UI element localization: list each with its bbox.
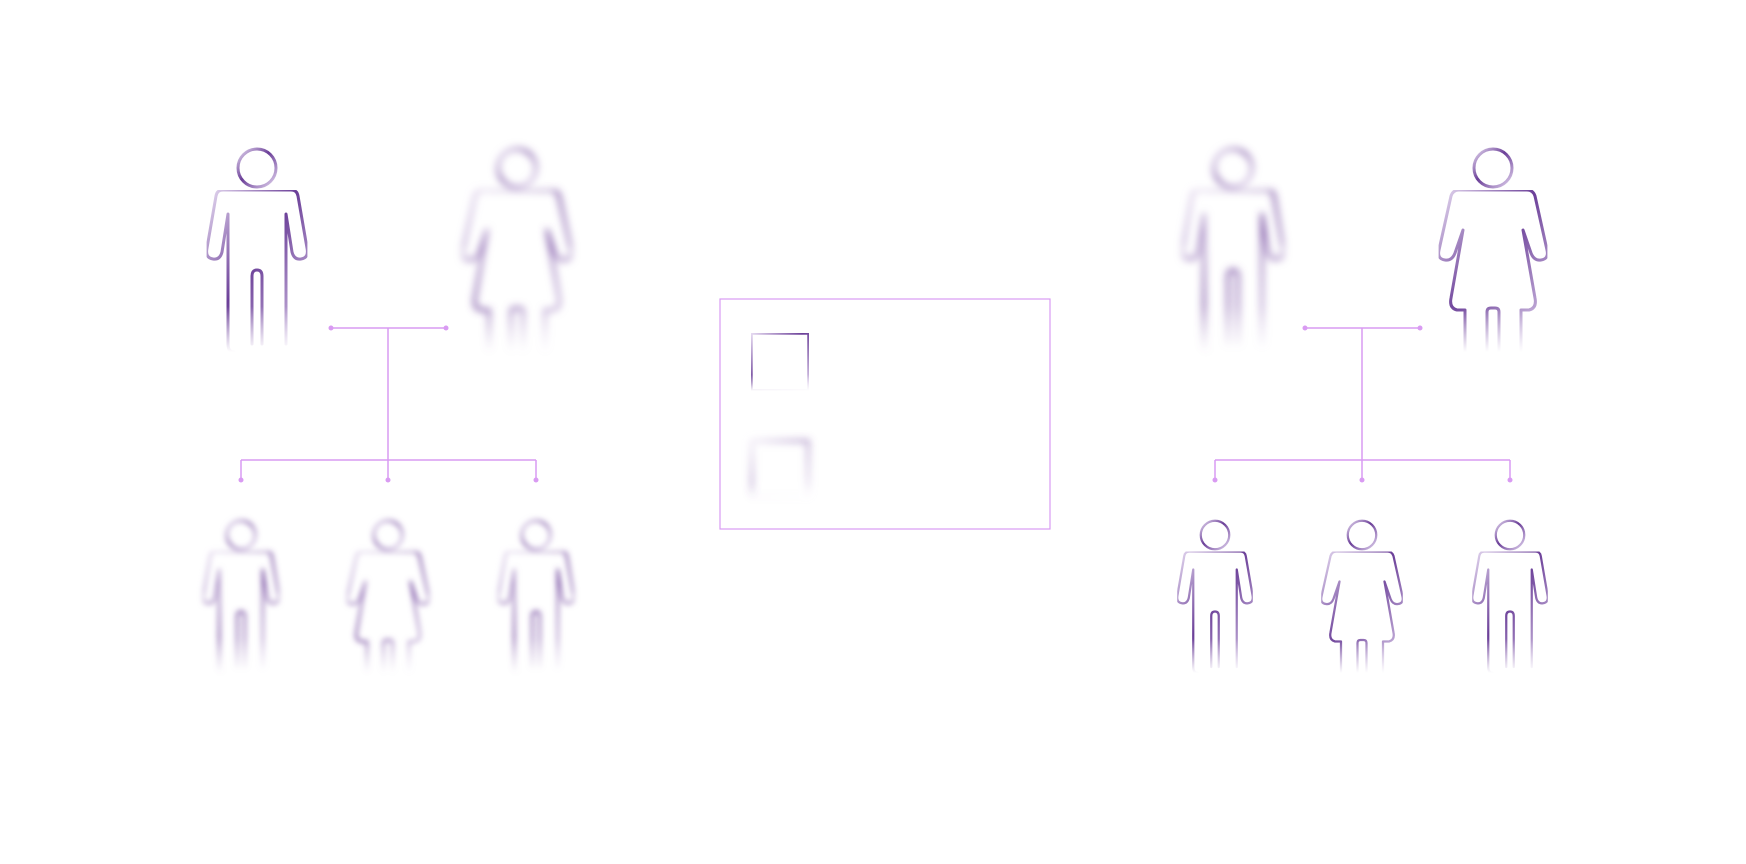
figure-body [205, 188, 309, 354]
left-connector-lines [240, 327, 537, 480]
right-child-male-icon [1176, 519, 1254, 675]
figure-body [1320, 550, 1404, 675]
figure-head [1472, 147, 1514, 189]
figure-body [497, 550, 575, 675]
legend-square-sharp-icon [749, 331, 811, 393]
figure-head [1199, 519, 1231, 551]
figure-body [1437, 188, 1549, 354]
figure-body [1471, 550, 1549, 675]
left-child-female-icon [346, 519, 430, 675]
left-child-male-icon-2 [497, 519, 575, 675]
figure-body [346, 550, 430, 675]
left-child-male-icon [202, 519, 280, 675]
figure-head [236, 147, 278, 189]
left-family [202, 147, 575, 675]
right-connector-dots [1212, 325, 1513, 483]
right-parent-female-icon [1437, 147, 1549, 354]
right-parent-male-icon [1181, 147, 1285, 354]
right-family [1176, 147, 1549, 675]
figure-body [1176, 550, 1254, 675]
left-parent-female-icon [461, 147, 573, 354]
right-connector-lines [1214, 327, 1511, 480]
figure-body [461, 188, 573, 354]
figure-head [1494, 519, 1526, 551]
figure-head [372, 519, 404, 551]
left-connector-dots [238, 325, 539, 483]
figure-body [1181, 188, 1285, 354]
right-child-female-icon [1320, 519, 1404, 675]
figure-body [202, 550, 280, 675]
left-parent-male-icon [205, 147, 309, 354]
right-child-male-icon-2 [1471, 519, 1549, 675]
figure-head [520, 519, 552, 551]
legend-box [719, 298, 1051, 530]
figure-head [1346, 519, 1378, 551]
figure-head [225, 519, 257, 551]
figure-head [496, 147, 538, 189]
legend-border [719, 298, 1051, 530]
figure-head [1212, 147, 1254, 189]
legend-square-blurred-icon [749, 438, 811, 500]
